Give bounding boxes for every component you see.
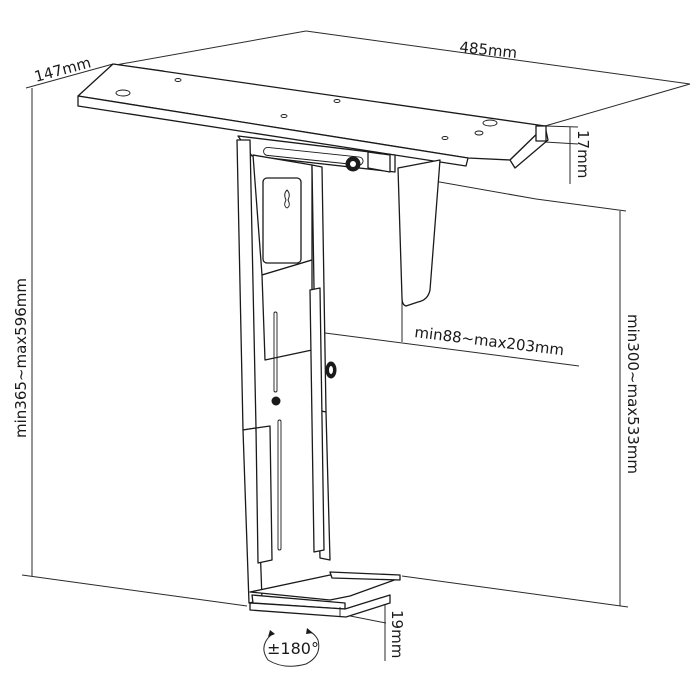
dimension-lines bbox=[21, 30, 691, 661]
base-tray bbox=[249, 571, 401, 618]
overall-height-label: min365~max596mm bbox=[12, 278, 30, 438]
width-label: 485mm bbox=[459, 38, 518, 62]
rotation-symbol bbox=[263, 628, 320, 667]
inner-height-label: min300~max533mm bbox=[624, 314, 642, 474]
rotation-label: ±180° bbox=[267, 639, 319, 658]
base-thickness-label: 19mm bbox=[388, 610, 406, 658]
slide-rail bbox=[237, 135, 396, 173]
plate-thickness-label: 17mm bbox=[574, 130, 592, 178]
top-plate bbox=[77, 63, 549, 169]
vertical-frame bbox=[236, 139, 337, 604]
depth-label: 147mm bbox=[32, 54, 93, 86]
side-flap bbox=[397, 159, 441, 307]
